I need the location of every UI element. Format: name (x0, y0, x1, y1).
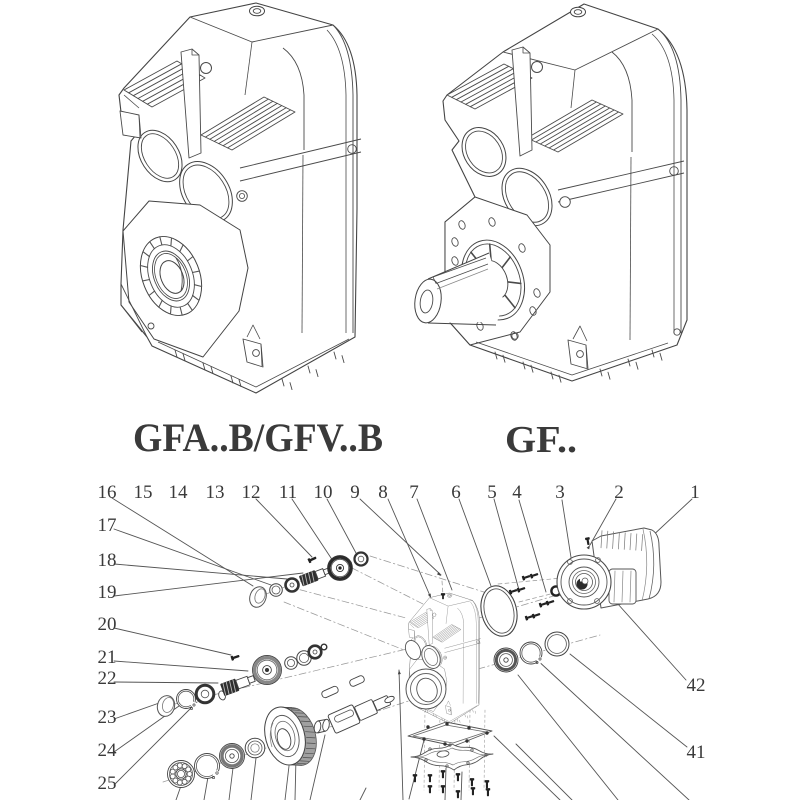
svg-text:41: 41 (687, 742, 706, 763)
svg-text:23: 23 (98, 707, 117, 728)
svg-text:3: 3 (555, 482, 565, 503)
svg-text:6: 6 (451, 482, 461, 503)
svg-text:10: 10 (314, 482, 333, 503)
svg-text:21: 21 (98, 647, 117, 668)
svg-text:7: 7 (409, 482, 419, 503)
svg-text:4: 4 (512, 482, 522, 503)
svg-text:19: 19 (98, 582, 117, 603)
svg-text:13: 13 (206, 482, 225, 503)
svg-text:42: 42 (687, 675, 706, 696)
svg-text:22: 22 (98, 668, 117, 689)
svg-text:24: 24 (98, 740, 118, 761)
svg-text:1: 1 (690, 482, 700, 503)
svg-text:15: 15 (134, 482, 153, 503)
svg-text:18: 18 (98, 550, 117, 571)
svg-text:2: 2 (614, 482, 624, 503)
svg-text:16: 16 (98, 482, 117, 503)
svg-text:25: 25 (98, 773, 117, 794)
svg-text:GF..: GF.. (505, 419, 577, 461)
svg-text:14: 14 (169, 482, 189, 503)
svg-text:GFA..B/GFV..B: GFA..B/GFV..B (133, 415, 383, 460)
svg-text:11: 11 (279, 482, 297, 503)
svg-text:12: 12 (242, 482, 261, 503)
svg-text:5: 5 (487, 482, 497, 503)
svg-text:20: 20 (98, 614, 117, 635)
svg-text:17: 17 (98, 515, 117, 536)
svg-text:8: 8 (378, 482, 388, 503)
svg-text:9: 9 (350, 482, 360, 503)
